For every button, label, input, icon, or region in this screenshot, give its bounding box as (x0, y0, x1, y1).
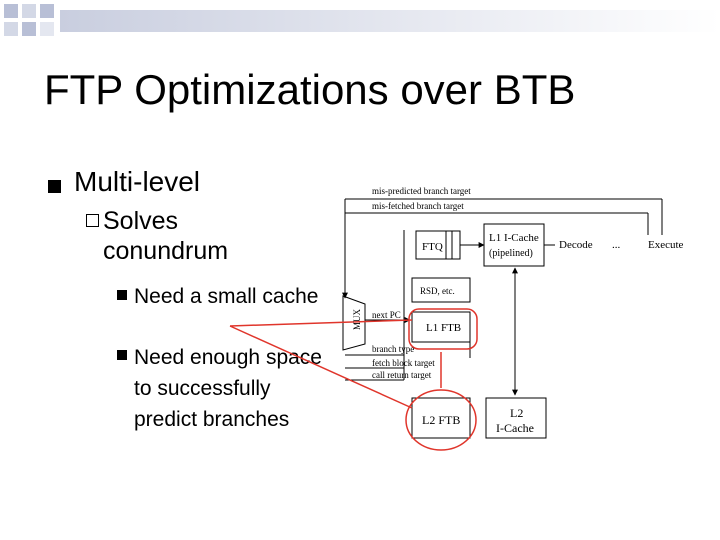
label-rsd: RSD, etc. (420, 286, 455, 296)
label-next-pc: next PC (372, 310, 401, 320)
label-pipelined: (pipelined) (489, 248, 533, 259)
label-mispredicted: mis-predicted branch target (372, 186, 471, 196)
corner-decoration (4, 4, 720, 36)
hollow-bullet (86, 214, 99, 227)
bullet-square (117, 290, 127, 300)
label-l2: L2 (510, 406, 523, 420)
label-decode: Decode (559, 239, 593, 251)
slide-title: FTP Optimizations over BTB (44, 66, 576, 113)
label-dots: ... (612, 239, 621, 251)
label-fetch-block-target: fetch block target (372, 358, 435, 368)
sub-item-small-cache: Need a small cache (134, 285, 319, 308)
label-ftq: FTQ (422, 241, 443, 253)
label-execute: Execute (648, 239, 684, 251)
label-l2-icache: I-Cache (496, 421, 534, 435)
label-mux: MUX (352, 308, 362, 330)
sub-bullet-solves: Solves conundrum (103, 207, 229, 265)
label-misfetched: mis-fetched branch target (372, 201, 464, 211)
sub-item-enough-space: Need enough space to successfully predic… (134, 346, 322, 431)
label-l1-icache: L1 I-Cache (489, 232, 539, 244)
label-l1-ftb: L1 FTB (426, 322, 461, 334)
label-branch-type: branch type (372, 344, 414, 354)
label-call-return-target: call return target (372, 370, 432, 380)
label-l2-ftb: L2 FTB (422, 413, 460, 427)
bullet-multi-level: Multi-level (74, 166, 201, 197)
bullet-square (117, 350, 127, 360)
bullet-square (48, 180, 61, 193)
